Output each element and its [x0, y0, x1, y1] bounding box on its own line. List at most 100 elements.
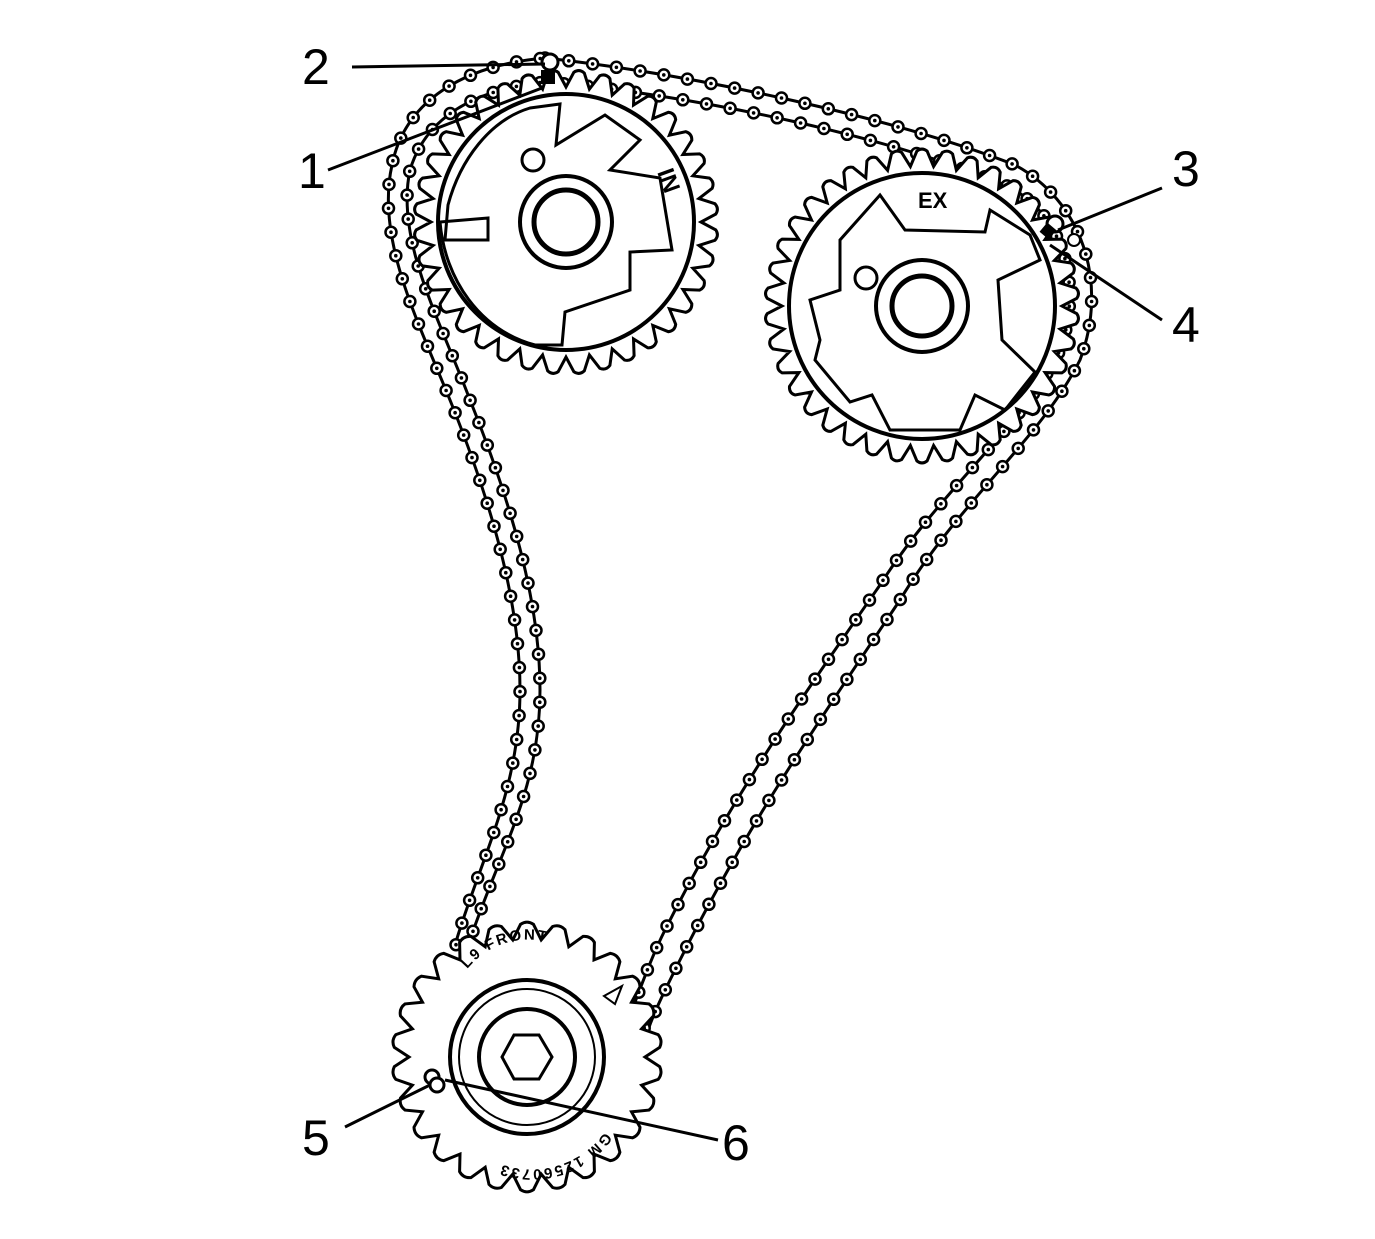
chain-roller-pin: [657, 94, 661, 98]
chain-roller-pin: [411, 115, 416, 120]
chain-roller-pin: [898, 597, 903, 602]
leader-line-5: [344, 1083, 431, 1129]
chain-roller-pin: [517, 713, 521, 718]
chain-roller-pin: [1048, 190, 1053, 194]
chain-roller-pin: [730, 860, 734, 865]
chain-roller-pin: [710, 839, 715, 844]
chain-roller-pin: [779, 778, 784, 782]
chain-roller-pin: [491, 90, 496, 95]
crank-hub-inner: [458, 988, 596, 1126]
chain-roller-pin: [751, 111, 756, 115]
chain-roller-pin: [742, 839, 746, 844]
chain-roller-pin: [1031, 428, 1036, 432]
chain-roller-pin: [756, 91, 760, 95]
chain-roller-pin: [514, 534, 519, 539]
crank-bolt-hex: [500, 1033, 554, 1081]
chain-roller-pin: [1087, 323, 1092, 328]
chain-roller-pin: [687, 881, 691, 886]
intake-camshaft-sprocket: IN: [413, 69, 719, 375]
chain-roller-pin: [508, 511, 512, 516]
chain-roller-pin: [1010, 162, 1014, 166]
chain-roller-pin: [894, 558, 899, 563]
chain-roller-pin: [498, 547, 503, 552]
chain-roller-pin: [491, 65, 495, 70]
intake-sprocket-web: [438, 102, 674, 347]
leader-line-2: [351, 62, 546, 69]
chain-roller-pin: [423, 287, 428, 291]
chain-roller-pin: [747, 777, 752, 782]
chain-roller-pin: [467, 898, 472, 903]
chain-roller-pin: [538, 676, 542, 680]
chain-roller-pin: [530, 604, 535, 609]
chain-roller-pin: [614, 65, 619, 70]
chain-roller-pin: [845, 677, 849, 682]
chain-roller-pin: [517, 665, 522, 670]
chain-roller-pin: [665, 924, 669, 928]
chain-roller-pin: [488, 884, 492, 889]
chain-roller-pin: [468, 73, 473, 78]
chain-roller-pin: [405, 193, 409, 197]
crank-timing-triangle: [602, 983, 624, 1006]
intake-bolt-hole: [531, 187, 601, 257]
chain-roller-pin: [432, 309, 437, 314]
chain-roller-pin: [645, 968, 650, 972]
exhaust-camshaft-sprocket: EX: [764, 147, 1080, 465]
chain-roller-pin: [1084, 252, 1088, 256]
chain-roller-pin: [684, 945, 689, 949]
chain-roller-pin: [484, 853, 488, 857]
chain-roller-pin: [479, 906, 484, 911]
chain-roller-pin: [475, 876, 480, 880]
chain-roller-pin: [399, 136, 403, 140]
chain-roller-pin: [799, 697, 804, 701]
chain-roller-pin: [732, 86, 737, 90]
chain-roller-pin: [515, 641, 520, 646]
chain-roller-pin: [638, 69, 642, 73]
chain-roller-pin: [534, 628, 538, 633]
crankshaft-sprocket: L9 FRONT GM 12560733: [391, 920, 663, 1194]
chain-roller-pin: [919, 131, 923, 136]
chain-roller-pin: [939, 502, 943, 506]
leader-line-4: [1049, 243, 1163, 322]
chain-roller-pin: [942, 138, 946, 143]
chain-roller-pin: [792, 757, 797, 762]
chain-roller-pin: [1072, 368, 1077, 373]
chain-roller-pin: [954, 483, 959, 488]
chain-roller-pin: [813, 677, 817, 681]
chain-roller-pin: [460, 921, 464, 925]
chain-roller-pin: [969, 501, 974, 505]
chain-roller-pin: [822, 126, 826, 131]
chain-roller-pin: [704, 102, 709, 106]
chain-roller-pin: [965, 146, 969, 150]
chain-roller-pin: [406, 217, 411, 221]
chain-roller-pin: [444, 388, 448, 393]
chain-roller-pin: [391, 158, 395, 163]
chain-roller-pin: [1046, 409, 1050, 413]
chain-roller-pin: [662, 73, 666, 77]
chain-roller-pin: [871, 637, 876, 642]
chain-roller-pin: [718, 881, 723, 885]
chain-roller-pin: [470, 455, 474, 460]
chain-roller-pin: [454, 942, 458, 947]
exhaust-sprocket-web: [808, 192, 1042, 432]
chain-roller-pin: [505, 840, 510, 844]
chain-roller-pin: [528, 771, 532, 776]
chain-roller-pin: [425, 344, 430, 349]
chain-roller-pin: [754, 819, 759, 823]
chain-roller-pin: [499, 807, 503, 812]
callout-6: 6: [722, 1115, 750, 1171]
chain-roller-pin: [387, 182, 391, 187]
chain-roller-pin: [760, 757, 764, 762]
chain-roller-pin: [485, 501, 490, 506]
chain-roller-pin: [501, 488, 505, 493]
chain-roller-pin: [728, 106, 732, 111]
chain-roller-pin: [685, 77, 690, 81]
callout-numbers: 1 2 3 4 5 6: [298, 39, 1200, 1171]
chain-roller-pin: [676, 902, 680, 907]
chain-roller-pin: [987, 153, 992, 158]
chain-roller-pin: [400, 277, 405, 281]
chain-roller-pin: [798, 121, 803, 125]
chain-roller-pin: [447, 84, 451, 88]
chain-roller-pin: [394, 253, 398, 258]
chain-roller-pin: [492, 830, 496, 835]
